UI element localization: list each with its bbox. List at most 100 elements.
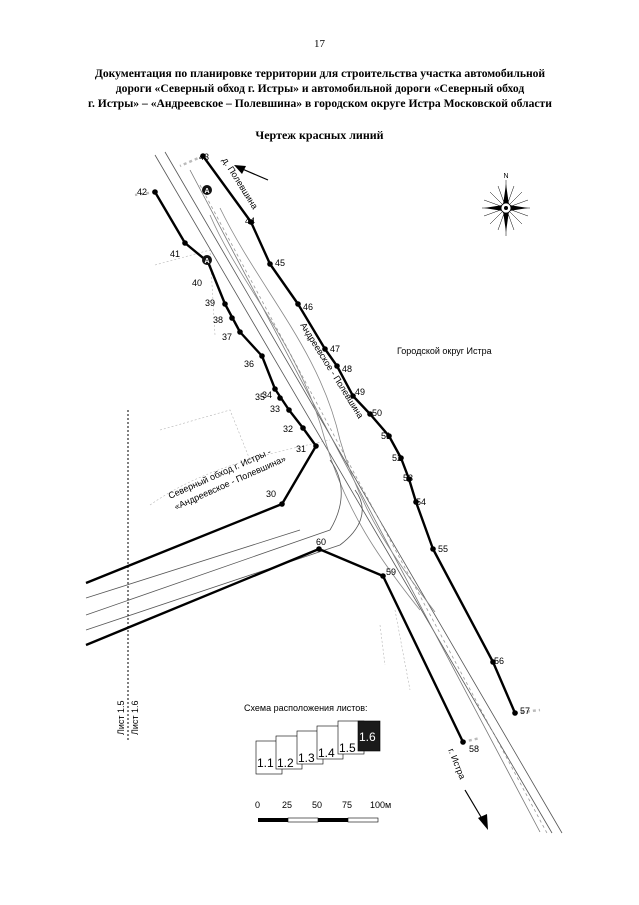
point-label-31: 31: [296, 444, 306, 454]
scale-label-50: 50: [312, 800, 322, 810]
point-label-44: 44: [245, 216, 255, 226]
point-marker-55: [430, 546, 436, 552]
point-label-41: 41: [170, 249, 180, 259]
title-line-2: дороги «Северный обход г. Истры» и автом…: [115, 82, 525, 95]
point-marker-34: [277, 395, 283, 401]
sheet-1-1: 1.1: [257, 756, 274, 770]
svg-text:A: A: [204, 188, 209, 195]
point-marker-43: [200, 153, 206, 159]
sheet-1-3: 1.3: [298, 751, 315, 765]
sheet-scheme-caption: Схема расположения листов:: [244, 703, 368, 713]
drawing-subtitle: Чертеж красных линий: [255, 128, 384, 142]
point-label-55: 55: [438, 544, 448, 554]
point-marker-57: [512, 710, 518, 716]
point-marker-54: [413, 499, 419, 505]
point-marker-51: [386, 433, 392, 439]
scale-label-25: 25: [282, 800, 292, 810]
point-label-32: 32: [283, 424, 293, 434]
district-label: Городской округ Истра: [397, 346, 492, 356]
sheet-1-2: 1.2: [277, 756, 294, 770]
point-marker-58: [460, 739, 466, 745]
compass-rose-icon: N: [482, 173, 530, 236]
point-marker-35: [272, 386, 278, 392]
point-label-58: 58: [469, 744, 479, 754]
point-label-43: 43: [199, 152, 209, 162]
point-label-48: 48: [342, 364, 352, 374]
point-marker-52: [398, 455, 404, 461]
point-label-59: 59: [386, 567, 396, 577]
point-marker-59: [380, 573, 386, 579]
document-title: Документация по планировке территории дл…: [40, 66, 600, 111]
red-line-continuations: [134, 154, 541, 744]
point-label-51: 51: [381, 431, 391, 441]
point-marker-36: [259, 353, 265, 359]
point-label-36: 36: [244, 359, 254, 369]
title-line-3: г. Истры» – «Андреевское – Полевшина» в …: [88, 97, 552, 110]
background-features: [149, 249, 411, 691]
page-number: 17: [314, 38, 325, 50]
red-line-south: [85, 547, 465, 743]
point-label-35: 35: [255, 392, 265, 402]
point-marker-49: [350, 393, 356, 399]
point-label-38: 38: [213, 315, 223, 325]
point-marker-32: [300, 425, 306, 431]
road-label-polevshina: д. Полевшина: [220, 156, 260, 211]
red-line-east: [202, 155, 517, 714]
point-label-34: 34: [262, 390, 272, 400]
sheet-1-6: 1.6: [359, 730, 376, 744]
arrow-to-polevshina: [234, 165, 269, 181]
point-marker-48: [334, 363, 340, 369]
point-label-46: 46: [303, 302, 313, 312]
marker-a-2: A: [202, 255, 212, 265]
scale-bar: 0 25 50 75 100м: [255, 800, 391, 823]
sheet-1-4: 1.4: [318, 746, 335, 760]
point-label-54: 54: [416, 497, 426, 507]
point-label-52: 52: [392, 453, 402, 463]
turning-points: 3031323334353637383940414243444546474849…: [137, 152, 530, 754]
point-marker-60: [316, 546, 322, 552]
title-line-1: Документация по планировке территории дл…: [94, 67, 546, 80]
point-marker-47: [322, 346, 328, 352]
sheet-label-1-5: Лист 1.5: [116, 700, 126, 735]
point-label-37: 37: [222, 332, 232, 342]
point-marker-44: [248, 219, 254, 225]
point-label-49: 49: [355, 387, 365, 397]
point-marker-31: [313, 443, 319, 449]
point-label-53: 53: [403, 473, 413, 483]
point-marker-33: [286, 407, 292, 413]
sheet-label-1-6: Лист 1.6: [130, 700, 140, 735]
point-marker-38: [229, 315, 235, 321]
point-label-40: 40: [192, 278, 202, 288]
scale-label-75: 75: [342, 800, 352, 810]
point-marker-46: [295, 301, 301, 307]
svg-text:A: A: [204, 258, 209, 265]
road-label-istra: г. Истра: [446, 747, 467, 781]
point-marker-56: [490, 659, 496, 665]
point-marker-39: [222, 301, 228, 307]
red-line-west: [85, 191, 318, 585]
point-label-42: 42: [137, 187, 147, 197]
point-label-33: 33: [270, 404, 280, 414]
scale-label-100: 100м: [370, 800, 391, 810]
arrow-to-istra: [464, 789, 488, 830]
point-label-56: 56: [494, 656, 504, 666]
main-road: [154, 151, 563, 836]
point-marker-50: [367, 411, 373, 417]
point-label-60: 60: [316, 537, 326, 547]
point-marker-37: [237, 329, 243, 335]
point-label-50: 50: [372, 408, 382, 418]
marker-a-1: A: [202, 185, 212, 195]
point-marker-45: [267, 261, 273, 267]
sheet-1-5: 1.5: [339, 741, 356, 755]
point-marker-41: [182, 240, 188, 246]
compass-north-label: N: [503, 173, 508, 180]
point-label-45: 45: [275, 258, 285, 268]
point-label-57: 57: [520, 706, 530, 716]
point-marker-30: [279, 501, 285, 507]
bypass-road: [85, 459, 363, 631]
point-marker-53: [406, 476, 412, 482]
point-marker-42: [152, 189, 158, 195]
sheet-scheme: 1.1 1.2 1.3 1.4 1.5 1.6: [255, 720, 381, 775]
scale-label-0: 0: [255, 800, 260, 810]
